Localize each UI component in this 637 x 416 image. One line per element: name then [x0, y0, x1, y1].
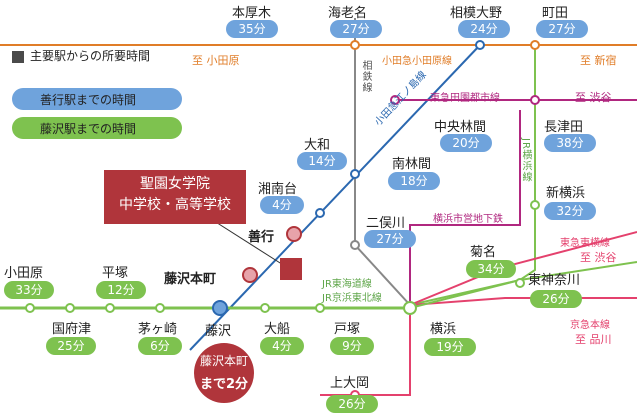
station-name-kozu: 国府津	[52, 322, 92, 337]
station-name-chigasaki: 茅ヶ崎	[138, 322, 178, 337]
school-marker	[280, 258, 302, 280]
station-dot-nagatsuta	[530, 95, 540, 105]
legend-title: 主要駅からの所要時間	[30, 49, 151, 63]
station-name-shonandai: 湘南台	[258, 182, 298, 197]
station-dot-shonandai	[315, 208, 325, 218]
time-pill-kamiooka: 26分	[326, 395, 378, 413]
legend-green-label: 藤沢駅までの時間	[40, 122, 137, 136]
line-label-keihin: JR京浜東北線	[322, 293, 382, 304]
station-dot-zengyo	[286, 226, 302, 242]
direction-shibuya-denentoshi: 至 渋谷	[575, 91, 612, 104]
school-box: 聖園女学院 中学校・高等学校	[104, 170, 246, 224]
station-name-totsuka: 戸塚	[334, 322, 361, 337]
time-pill-chigasaki: 6分	[138, 337, 182, 355]
station-dot-fujisawa	[212, 300, 228, 316]
station-name-ebina: 海老名	[328, 6, 368, 21]
time-pill-yokohama: 19分	[424, 338, 476, 356]
badge-line1: 藤沢本町	[199, 354, 248, 368]
direction-shinagawa: 至 品川	[575, 333, 612, 346]
station-name-yamato: 大和	[304, 138, 331, 153]
time-pill-higashikanagawa: 26分	[530, 290, 582, 308]
enoshima-line	[189, 44, 481, 351]
station-name-higashikanagawa: 東神奈川	[528, 273, 581, 288]
station-dot-shinyokohama	[530, 200, 540, 210]
time-pill-chuorinkan: 20分	[440, 134, 492, 152]
legend-green-pill	[12, 117, 182, 139]
time-pill-totsuka: 9分	[330, 337, 374, 355]
station-name-kamiooka: 上大岡	[330, 376, 370, 391]
time-pill-minamirinkan: 18分	[388, 172, 440, 190]
time-pill-ofuna: 4分	[260, 337, 304, 355]
line-label-tokaido: JR東海道線	[322, 279, 372, 290]
line-label-yokohama: JR横浜線	[520, 138, 531, 183]
station-dot-sagamioono	[475, 40, 485, 50]
station-dot-higashikanagawa	[515, 278, 525, 288]
line-label-sotetsu: 相鉄線	[360, 60, 371, 93]
time-pill-hiratsuka: 12分	[96, 281, 146, 299]
station-dot-machida	[530, 40, 540, 50]
legend-square-icon	[12, 51, 24, 63]
station-dot-ebina	[350, 40, 360, 50]
yokohama-line	[409, 45, 536, 306]
time-pill-odawara: 33分	[4, 281, 54, 299]
station-name-ofuna: 大船	[264, 322, 291, 337]
station-name-fujisawa: 藤沢	[205, 324, 232, 339]
time-pill-ebina: 27分	[330, 20, 382, 38]
station-dot-chuorinkan	[390, 95, 400, 105]
fujisawahonmachi-badge: 藤沢本町 まで2分	[194, 343, 254, 403]
time-pill-kikuna: 34分	[466, 260, 516, 278]
line-label-denentoshi: 東急田園都市線	[430, 93, 500, 104]
subway-line	[409, 110, 521, 305]
station-name-nagatsuta: 長津田	[544, 120, 584, 135]
direction-odawara: 至 小田原	[192, 54, 240, 67]
legend-blue-pill	[12, 88, 182, 110]
station-name-odawara: 小田原	[4, 266, 44, 281]
line-label-toyoko: 東急東横線	[560, 238, 610, 249]
time-pill-kozu: 25分	[46, 337, 96, 355]
line-label-subway: 横浜市営地下鉄	[433, 214, 503, 225]
station-dot-fujisawahonmachi	[242, 267, 258, 283]
station-dot-yokohama	[403, 301, 417, 315]
station-dot-futamatagawa	[350, 240, 360, 250]
station-dot-odawara	[25, 303, 35, 313]
station-name-yokohama: 横浜	[430, 322, 457, 337]
time-pill-sagamioono: 24分	[458, 20, 510, 38]
station-name-kikuna: 菊名	[470, 245, 497, 260]
school-name: 聖園女学院	[140, 176, 210, 192]
station-name-honatsugi: 本厚木	[232, 6, 272, 21]
line-label-keikyu: 京急本線	[570, 320, 610, 331]
time-pill-machida: 27分	[536, 20, 588, 38]
legend-blue-label: 善行駅までの時間	[40, 93, 137, 107]
direction-shibuya-toyoko: 至 渋谷	[580, 251, 617, 264]
badge-line2: まで2分	[199, 377, 249, 392]
station-dot-totsuka	[315, 303, 325, 313]
station-dot-hiratsuka	[105, 303, 115, 313]
station-name-futamatagawa: 二俣川	[366, 216, 406, 231]
station-name-fujisawahonmachi: 藤沢本町	[164, 272, 217, 287]
station-name-chuorinkan: 中央林間	[434, 120, 487, 135]
station-name-sagamioono: 相模大野	[450, 6, 503, 21]
time-pill-nagatsuta: 38分	[544, 134, 596, 152]
station-dot-ofuna	[260, 303, 270, 313]
time-pill-yamato: 14分	[297, 152, 347, 170]
direction-shinjuku: 至 新宿	[580, 54, 617, 67]
station-name-zengyo: 善行	[248, 230, 275, 245]
station-dot-yamato	[350, 169, 360, 179]
station-dot-kozu	[65, 303, 75, 313]
school-type: 中学校・高等学校	[119, 197, 231, 213]
station-name-shinyokohama: 新横浜	[546, 186, 586, 201]
time-pill-futamatagawa: 27分	[364, 230, 416, 248]
station-name-machida: 町田	[542, 6, 569, 21]
station-name-minamirinkan: 南林間	[392, 157, 432, 172]
station-name-hiratsuka: 平塚	[102, 266, 129, 281]
time-pill-honatsugi: 35分	[226, 20, 278, 38]
time-pill-shinyokohama: 32分	[544, 202, 596, 220]
station-dot-chigasaki	[155, 303, 165, 313]
line-label-odakyu: 小田急小田原線	[382, 56, 452, 67]
time-pill-shonandai: 4分	[260, 196, 304, 214]
